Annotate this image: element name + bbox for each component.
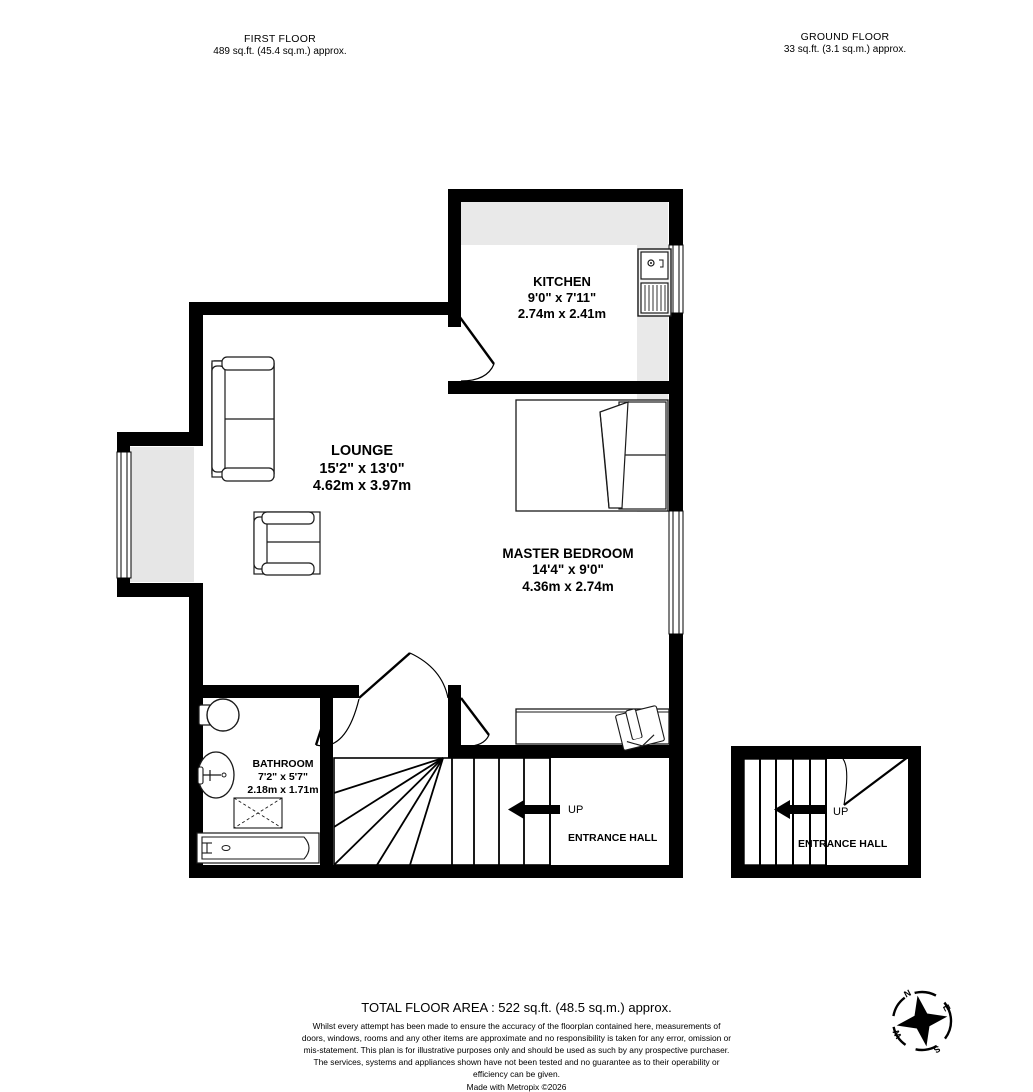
compass-east: E [941, 1003, 953, 1013]
gf-up-label: UP [833, 806, 849, 818]
compass-west: W [891, 1028, 904, 1041]
ff-up-label: UP [568, 804, 584, 816]
disclaimer-text: Whilst every attempt has been made to en… [301, 1021, 732, 1079]
ff-up-arrow [508, 800, 560, 819]
landing-door-right [460, 697, 490, 747]
lounge-metric: 4.62m x 3.97m [312, 478, 412, 495]
gf-entrance-door [842, 756, 909, 806]
bathroom-name: BATHROOM [252, 758, 314, 770]
bathroom-door [314, 698, 360, 747]
compass-rose: N E S W [884, 983, 960, 1059]
bathroom-shower [233, 797, 283, 829]
ff-staircase [333, 757, 560, 866]
gf-staircase [743, 758, 827, 866]
kitchen-imperial: 9'0" x 7'11" [527, 289, 597, 305]
lounge-armchair [253, 511, 321, 576]
kitchen-sink [637, 248, 672, 317]
ff-entrance-hall-label: ENTRANCE HALL [568, 832, 658, 844]
ground-floor-area: 33 sq.ft. (3.1 sq.m.) approx. [783, 44, 907, 56]
gf-up-arrow [774, 800, 826, 819]
bathroom-bath [196, 832, 320, 864]
ground-floor-name: GROUND FLOOR [800, 31, 890, 43]
room-label-master-bedroom: MASTER BEDROOM 14'4" x 9'0" 4.36m x 2.74… [472, 546, 664, 595]
first-floor-name: FIRST FLOOR [244, 33, 316, 45]
made-with-credit: Made with Metropix ©2026 [466, 1081, 567, 1092]
first-floor-furniture [196, 248, 672, 864]
room-label-lounge: LOUNGE 15'2" x 13'0" 4.62m x 3.97m [262, 443, 462, 496]
master-bedroom-name: MASTER BEDROOM [502, 546, 634, 561]
compass-icon: N E S W [891, 988, 953, 1055]
bathroom-basin [197, 751, 235, 799]
ground-floor-walls [731, 746, 921, 878]
kitchen-door [458, 315, 495, 382]
floorplan-drawing [116, 189, 921, 878]
compass-south: S [932, 1043, 942, 1055]
desk-chair [615, 705, 665, 751]
first-floor-title: FIRST FLOOR 489 sq.ft. (45.4 sq.m.) appr… [170, 33, 390, 59]
lounge-imperial: 15'2" x 13'0" [319, 460, 405, 477]
kitchen-metric: 2.74m x 2.41m [517, 305, 607, 321]
lounge-sofa [211, 356, 275, 482]
first-floor-area: 489 sq.ft. (45.4 sq.m.) approx. [213, 46, 347, 58]
landing-door-upper [358, 652, 449, 699]
bathroom-toilet [198, 698, 240, 732]
compass-north: N [902, 988, 912, 1000]
lounge-name: LOUNGE [330, 443, 394, 459]
bedroom-desk [515, 705, 670, 751]
room-label-kitchen: KITCHEN 9'0" x 7'11" 2.74m x 2.41m [462, 274, 662, 322]
first-floor-windows [116, 244, 684, 635]
first-floor-walls [117, 189, 683, 878]
ground-floor-plan [731, 746, 921, 878]
total-floor-area: TOTAL FLOOR AREA : 522 sq.ft. (48.5 sq.m… [361, 1000, 672, 1015]
kitchen-name: KITCHEN [533, 274, 591, 289]
bedroom-bed [515, 399, 669, 512]
bathroom-imperial: 7'2" x 5'7" [258, 770, 308, 783]
bathroom-metric: 2.18m x 1.71m [247, 783, 319, 796]
footer: TOTAL FLOOR AREA : 522 sq.ft. (48.5 sq.m… [0, 1000, 1033, 1092]
ground-floor-title: GROUND FLOOR 33 sq.ft. (3.1 sq.m.) appro… [735, 31, 955, 57]
master-bedroom-metric: 4.36m x 2.74m [522, 578, 614, 594]
bedroom-window [668, 510, 684, 635]
lounge-bay-window [116, 451, 132, 579]
room-label-bathroom: BATHROOM 7'2" x 5'7" 2.18m x 1.71m [223, 758, 343, 796]
master-bedroom-imperial: 14'4" x 9'0" [532, 562, 604, 578]
first-floor-doors [314, 315, 495, 747]
gf-entrance-hall-label: ENTRANCE HALL [798, 838, 888, 850]
